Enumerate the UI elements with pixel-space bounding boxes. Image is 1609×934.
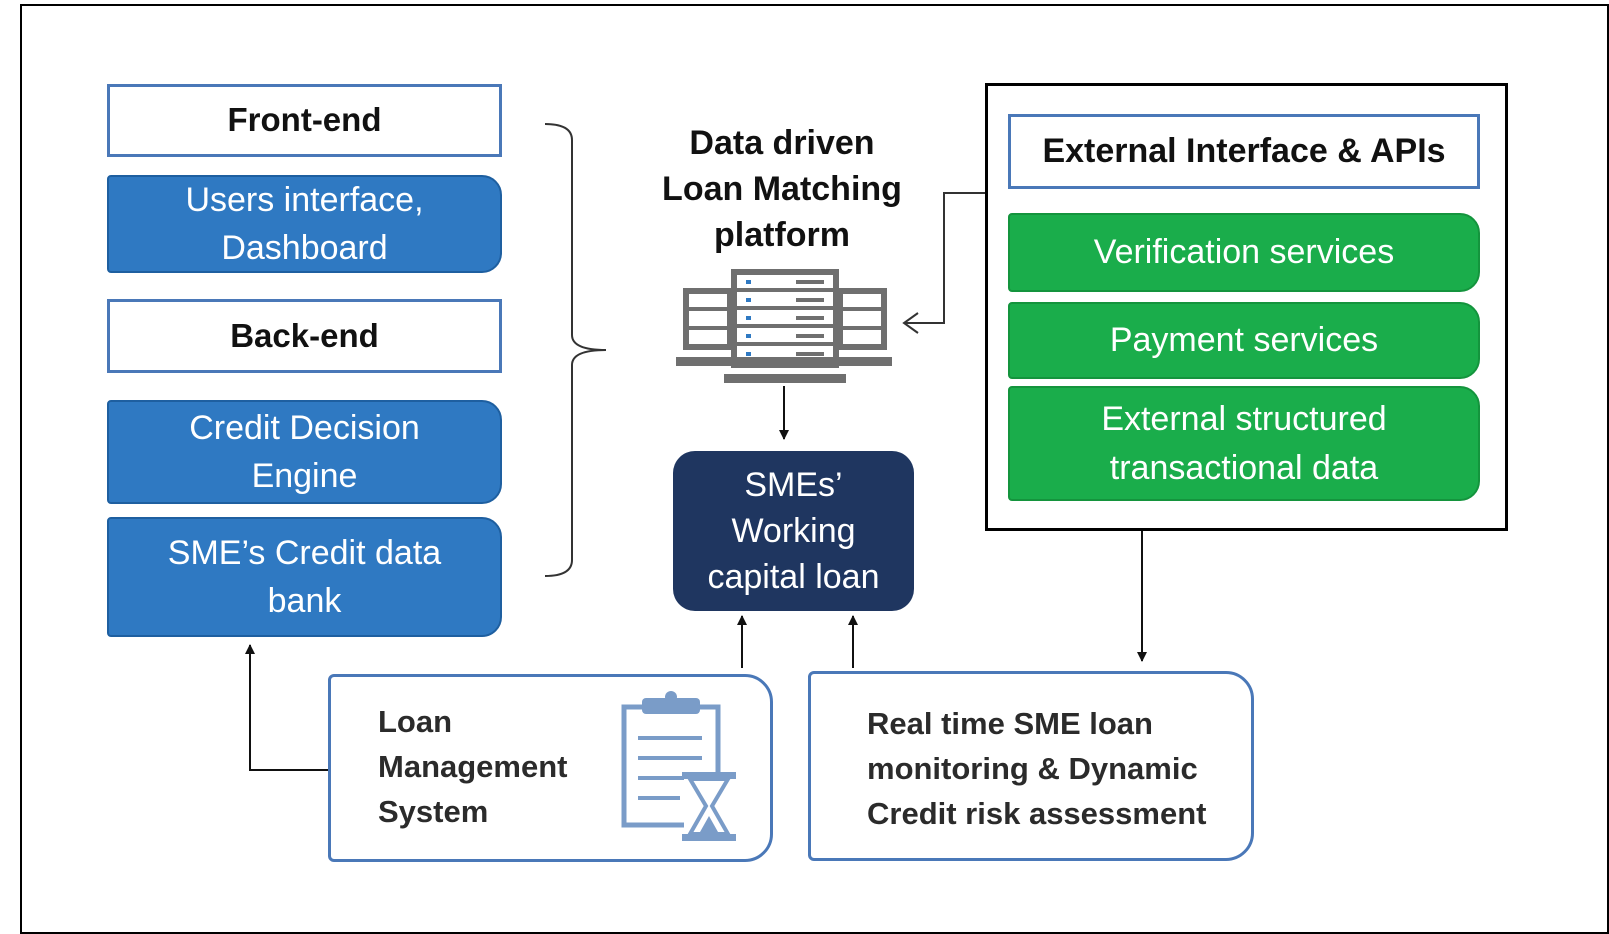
external-to-platform-connector [904,192,985,324]
front-end-box: Front-end [107,84,502,157]
platform-title: Data driven Loan Matching platform [662,124,902,255]
external-structured-data-box: External structured transactional data [1008,386,1480,501]
credit-decision-engine-box: Credit Decision Engine [107,400,502,504]
loan-management-to-databank-connector [245,644,328,771]
loan-management-label: Loan Management System [378,704,568,829]
server-rack-icon [676,269,892,383]
monitoring-box [808,671,1254,861]
credit-data-bank-box: SME’s Credit data bank [107,517,502,637]
users-interface-box: Users interface, Dashboard [107,175,502,273]
external-interface-title: External Interface & APIs [1008,114,1480,189]
verification-services-box: Verification services [1008,213,1480,292]
clipboard-hourglass-icon [621,691,736,841]
payment-services-box: Payment services [1008,302,1480,379]
platform-arrowhead [902,312,919,334]
back-end-box: Back-end [107,299,502,373]
grouping-brace [544,123,607,577]
monitoring-label: Real time SME loan monitoring & Dynamic … [867,706,1207,831]
working-capital-loan-box: SMEs’ Working capital loan [673,451,914,611]
